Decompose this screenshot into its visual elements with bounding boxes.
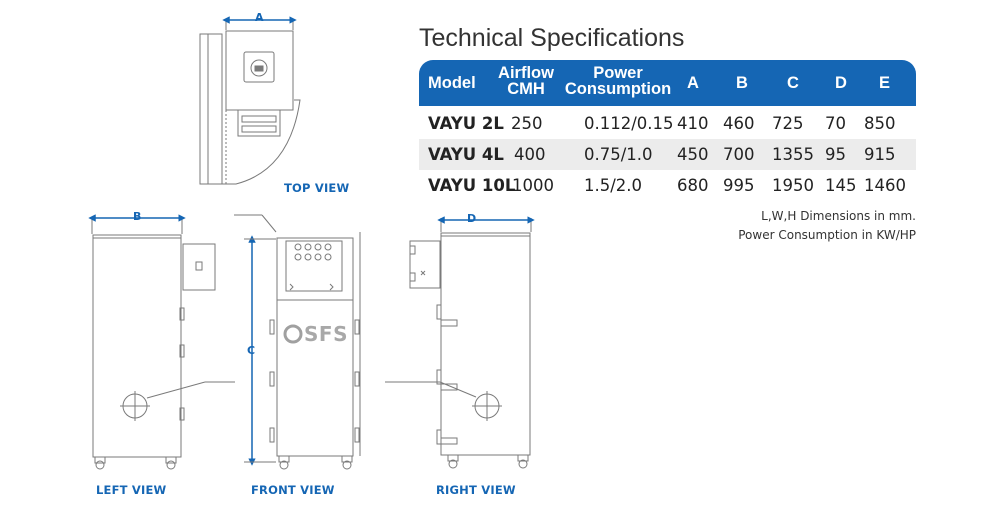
sfs-logo-text: SFS <box>304 322 348 346</box>
cell-airflow: 400 <box>514 145 546 164</box>
header-power-line1: Power <box>593 64 643 82</box>
cell-model: VAYU 2L <box>428 114 504 133</box>
header-power-line2: Consumption <box>564 80 672 98</box>
cell-c: 725 <box>772 114 804 133</box>
header-airflow: Airflow CMH <box>491 64 561 98</box>
cell-e: 1460 <box>864 176 906 195</box>
dimension-label-d: D <box>467 212 477 225</box>
table-row: VAYU 2L 250 0.112/0.15 410 460 725 70 85… <box>419 108 916 139</box>
cell-model: VAYU 4L <box>428 145 504 164</box>
cell-power: 0.75/1.0 <box>584 145 653 164</box>
cell-a: 450 <box>677 145 709 164</box>
cell-model: VAYU 10L <box>428 176 516 195</box>
spec-table-header: Model Airflow CMH Power Consumption A B … <box>419 60 916 106</box>
header-a: A <box>687 74 699 92</box>
top-view-label: TOP VIEW <box>284 181 350 195</box>
cell-e: 850 <box>864 114 896 133</box>
header-d: D <box>835 74 847 92</box>
left-view-drawing <box>88 214 235 470</box>
cell-c: 1355 <box>772 145 814 164</box>
cell-d: 145 <box>825 176 857 195</box>
top-view-drawing <box>199 16 301 185</box>
note-dimensions: L,W,H Dimensions in mm. <box>761 209 916 223</box>
header-airflow-line1: Airflow <box>498 64 554 82</box>
right-view-drawing <box>385 216 535 469</box>
cell-a: 680 <box>677 176 709 195</box>
table-row: VAYU 10L 1000 1.5/2.0 680 995 1950 145 1… <box>419 170 916 201</box>
cell-d: 95 <box>825 145 846 164</box>
header-c: C <box>787 74 799 92</box>
header-b: B <box>736 74 748 92</box>
dimension-label-a: A <box>255 11 264 24</box>
header-power: Power Consumption <box>561 64 675 98</box>
right-view-label: RIGHT VIEW <box>436 483 516 497</box>
header-model: Model <box>428 74 476 92</box>
cell-e: 915 <box>864 145 896 164</box>
front-view-drawing <box>234 214 361 470</box>
left-view-label: LEFT VIEW <box>96 483 167 497</box>
front-view-label: FRONT VIEW <box>251 483 335 497</box>
cell-power: 1.5/2.0 <box>584 176 643 195</box>
sfs-logo-icon <box>283 324 303 344</box>
table-row: VAYU 4L 400 0.75/1.0 450 700 1355 95 915 <box>419 139 916 170</box>
cell-airflow: 1000 <box>512 176 554 195</box>
page-title: Technical Specifications <box>419 24 685 52</box>
cell-b: 995 <box>723 176 755 195</box>
cell-airflow: 250 <box>511 114 543 133</box>
cell-b: 460 <box>723 114 755 133</box>
cell-d: 70 <box>825 114 846 133</box>
note-power: Power Consumption in KW/HP <box>738 228 916 242</box>
cell-power: 0.112/0.15 <box>584 114 674 133</box>
dimension-label-c: C <box>247 344 256 357</box>
cell-c: 1950 <box>772 176 814 195</box>
header-airflow-line2: CMH <box>507 80 545 98</box>
cell-b: 700 <box>723 145 755 164</box>
header-e: E <box>879 74 891 92</box>
dimension-label-b: B <box>133 210 142 223</box>
cell-a: 410 <box>677 114 709 133</box>
